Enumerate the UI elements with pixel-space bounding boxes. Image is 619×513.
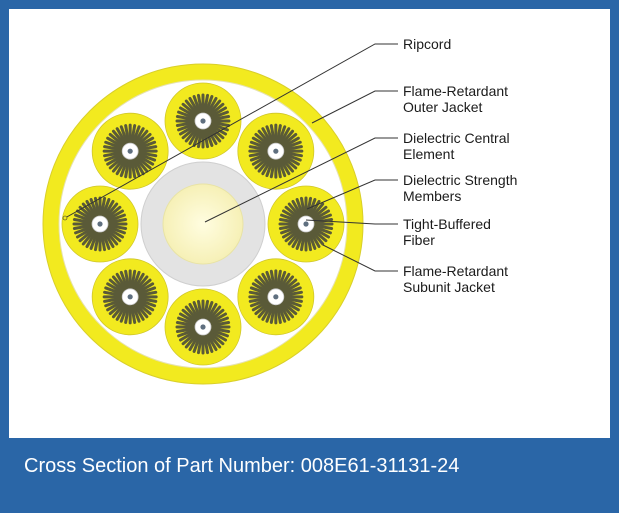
fiber-core xyxy=(200,324,206,330)
fiber-core xyxy=(97,221,103,227)
central-element-leader xyxy=(204,137,398,223)
label-tight-buffered-fiber: Tight-Buffered Fiber xyxy=(403,216,491,248)
fiber-core xyxy=(303,221,309,227)
label-central-element: Dielectric Central Element xyxy=(403,130,510,162)
fiber-core xyxy=(200,118,206,124)
ripcord-leader xyxy=(64,43,398,219)
outer-jacket-leader xyxy=(311,90,398,124)
subunit xyxy=(61,185,139,263)
central-element xyxy=(162,183,244,265)
subunit xyxy=(91,258,169,336)
strength-members xyxy=(175,299,231,355)
subunit xyxy=(164,82,242,160)
strength-members xyxy=(248,123,304,179)
subunit xyxy=(164,288,242,366)
fiber-core xyxy=(127,294,133,300)
label-subunit-jacket: Flame-Retardant Subunit Jacket xyxy=(403,263,509,295)
leader-lines xyxy=(64,43,398,272)
subunit-jacket-leader xyxy=(322,244,398,272)
subunit xyxy=(237,258,315,336)
subunit xyxy=(267,185,345,263)
tight-buffered-fiber-leader xyxy=(305,219,398,225)
label-ripcord: Ripcord xyxy=(403,36,452,52)
strength-members xyxy=(102,123,158,179)
fiber-core xyxy=(273,294,279,300)
strength-members xyxy=(175,93,231,149)
fiber-core xyxy=(273,148,279,154)
label-outer-jacket: Flame-Retardant Outer Jacket xyxy=(403,83,509,115)
fiber-core xyxy=(127,148,133,154)
strength-members xyxy=(102,269,158,325)
label-strength-members: Dielectric Strength Members xyxy=(403,172,518,204)
strength-members xyxy=(248,269,304,325)
subunit xyxy=(237,112,315,190)
strength-members xyxy=(72,196,128,252)
ripcord-marker xyxy=(62,215,68,221)
strength-members-leader xyxy=(306,179,398,210)
figure-caption: Cross Section of Part Number: 008E61-311… xyxy=(24,455,460,477)
subunit xyxy=(91,112,169,190)
